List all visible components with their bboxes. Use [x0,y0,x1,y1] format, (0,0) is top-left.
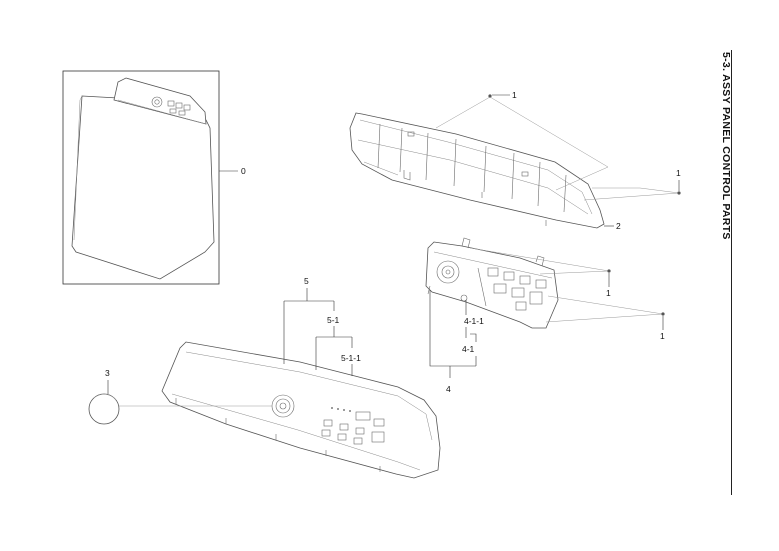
frame-screws: 1 1 [435,90,681,201]
callout-0: 0 [241,166,246,176]
panel-frame-part: 2 [349,112,621,231]
callout-1-right: 1 [676,168,681,178]
knob-part: 3 [88,368,272,425]
assembly-overview: 0 [62,70,246,285]
callout-2: 2 [616,221,621,231]
control-panel-part [161,341,441,479]
callout-5: 5 [304,276,309,286]
callout-4-1: 4-1 [462,344,475,354]
callout-5-1-1: 5-1-1 [341,353,361,363]
callout-5-1: 5-1 [327,315,340,325]
callout-1-pcb-a: 1 [606,288,611,298]
callout-3: 3 [105,368,110,378]
callout-4: 4 [446,384,451,394]
pcb-assembly-part [425,237,559,329]
washer-illustration [71,77,215,280]
pcb-callouts: 4-1-1 4-1 4 [429,290,484,394]
control-panel-callouts: 5 5-1 5-1-1 [283,276,361,376]
callout-1-top: 1 [512,90,517,100]
title-rule [731,50,733,495]
pcb-screws: 1 1 [469,247,665,341]
callout-1-pcb-b: 1 [660,331,665,341]
callout-4-1-1: 4-1-1 [464,316,484,326]
